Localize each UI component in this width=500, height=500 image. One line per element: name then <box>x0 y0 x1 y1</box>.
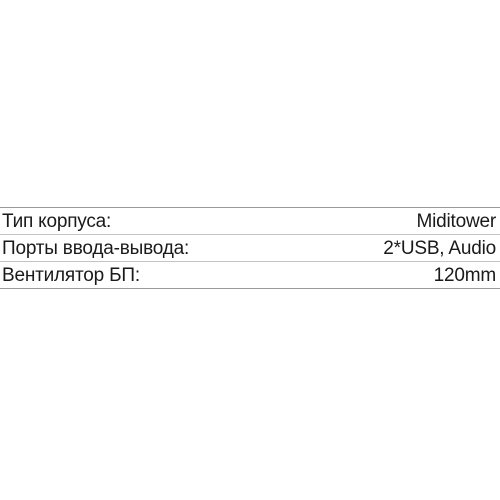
spec-label: Тип корпуса: <box>2 210 112 232</box>
spec-value: Miditower <box>416 210 497 232</box>
spec-table: Тип корпуса: Miditower Порты ввода-вывод… <box>0 207 500 289</box>
spec-label: Вентилятор БП: <box>2 264 140 286</box>
spec-row-io-ports: Порты ввода-вывода: 2*USB, Audio <box>0 235 500 262</box>
spec-row-psu-fan: Вентилятор БП: 120mm <box>0 262 500 289</box>
spec-label: Порты ввода-вывода: <box>2 237 190 259</box>
spec-row-case-type: Тип корпуса: Miditower <box>0 208 500 235</box>
spec-value: 2*USB, Audio <box>383 237 496 259</box>
spec-value: 120mm <box>433 264 497 286</box>
top-divider <box>0 207 500 208</box>
